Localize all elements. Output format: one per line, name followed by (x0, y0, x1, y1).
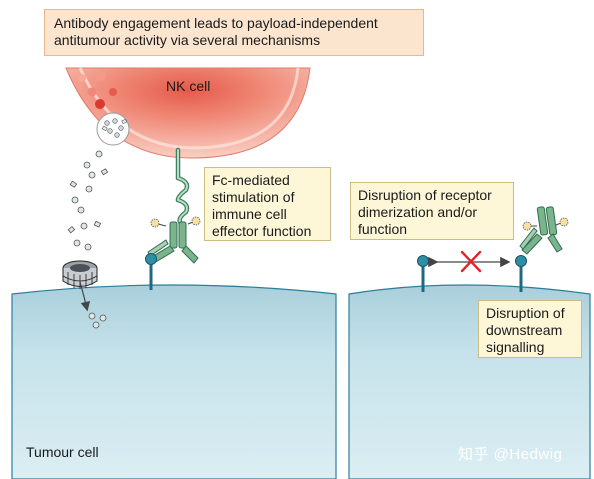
released-granules (67, 150, 109, 251)
receptor-left (145, 253, 157, 290)
fc-mediated-label: Fc-mediated stimulation of immune cell e… (204, 167, 331, 241)
granule-entry-arrow (79, 281, 91, 312)
fc-receptor-fill (177, 149, 188, 223)
diagram-title: Antibody engagement leads to payload-ind… (44, 9, 424, 56)
tumour-cell-label: Tumour cell (26, 444, 99, 460)
tumour-cell-left (11, 284, 337, 479)
nk-cell-rim (78, 67, 300, 150)
antibody-right (519, 206, 563, 255)
payload-left (150, 216, 201, 228)
payload-right (522, 217, 569, 231)
antibody-left (147, 221, 199, 264)
internalized-granules (88, 312, 107, 329)
watermark: 知乎 @Hedwig (458, 446, 563, 463)
receptor-bound (515, 255, 527, 292)
block-cross-icon (460, 250, 482, 273)
nk-cell-label: NK cell (166, 78, 211, 94)
nk-granules (78, 71, 117, 109)
granule-release-vesicle (96, 112, 130, 146)
downstream-signalling-label: Disruption of downstream signalling (478, 300, 582, 358)
perforin-pore (62, 260, 98, 289)
dimerization-label: Disruption of receptor dimerization and/… (350, 182, 514, 240)
